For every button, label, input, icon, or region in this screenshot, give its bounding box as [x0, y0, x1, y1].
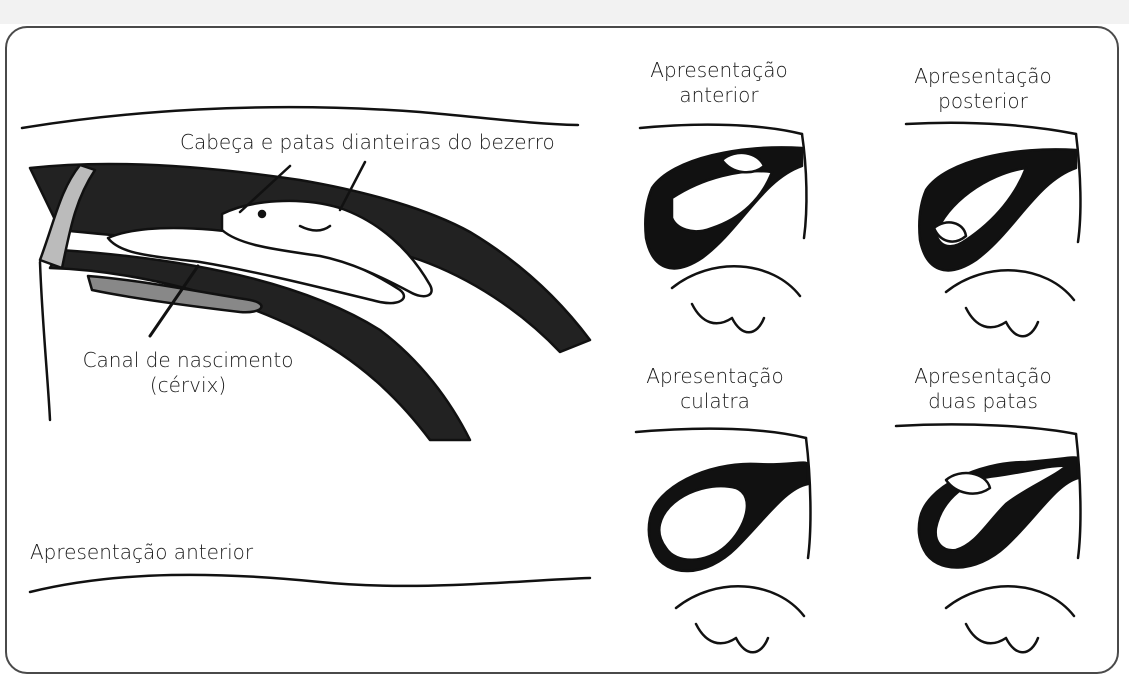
panel-posterior-drawing	[904, 121, 1082, 338]
birth-canal-label-line1: Canal de nascimento	[82, 348, 294, 372]
panel-culatra-title-line1: Apresentação	[646, 364, 784, 388]
panel-anterior-drawing	[638, 123, 808, 334]
panel-posterior-title: Apresentação posterior	[898, 64, 1068, 114]
panel-duas-patas-title-line1: Apresentação	[914, 364, 1052, 388]
panel-culatra-title: Apresentação culatra	[630, 364, 800, 414]
panel-duas-patas-drawing	[894, 423, 1082, 654]
panel-posterior-title-line1: Apresentação	[914, 64, 1052, 88]
panel-anterior-title-line2: anterior	[679, 83, 759, 107]
panel-anterior-title-line1: Apresentação	[650, 58, 788, 82]
main-caption: Apresentação anterior	[30, 540, 254, 564]
panel-anterior-title: Apresentação anterior	[634, 58, 804, 108]
top-band	[0, 0, 1129, 24]
panel-duas-patas-title: Apresentação duas patas	[898, 364, 1068, 414]
panel-posterior-title-line2: posterior	[938, 89, 1028, 113]
panel-culatra-title-line2: culatra	[680, 389, 750, 413]
birth-canal-label: Canal de nascimento (cérvix)	[78, 348, 298, 398]
calf-head-label: Cabeça e patas dianteiras do bezerro	[180, 130, 555, 154]
birth-canal-label-line2: (cérvix)	[149, 373, 227, 397]
panel-duas-patas-title-line2: duas patas	[928, 389, 1038, 413]
panel-culatra-drawing	[634, 427, 812, 654]
main-illustration	[20, 105, 592, 594]
